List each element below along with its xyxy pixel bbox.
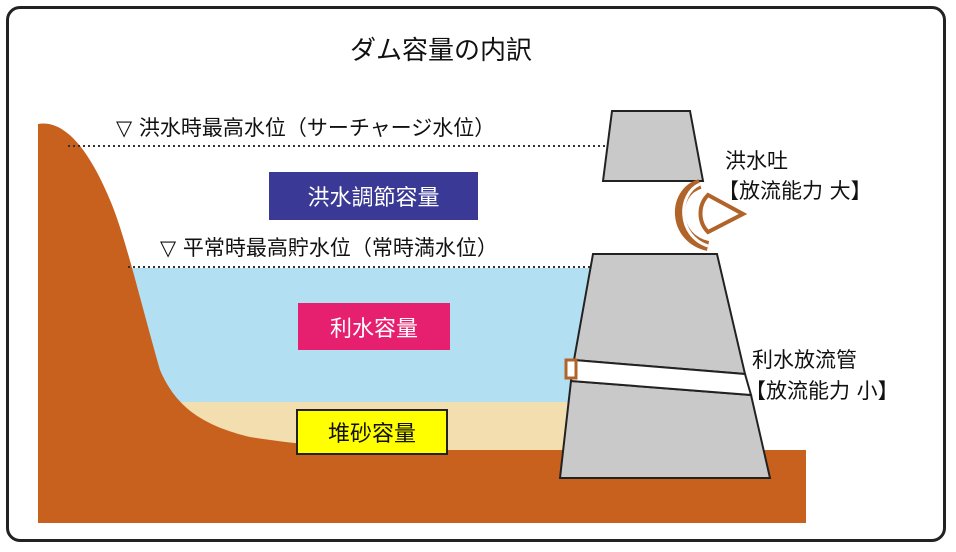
pipe-intake — [564, 358, 578, 380]
spillway-name-label: 洪水吐 — [725, 149, 788, 173]
sediment-capacity-box: 堆砂容量 — [296, 409, 448, 455]
pipe-capacity-label: 【放流能力 小】 — [745, 379, 899, 403]
ground-terrain — [38, 123, 806, 523]
spillway-gate-inner — [682, 182, 709, 248]
dam-body-lower — [558, 379, 772, 479]
flood-max-level-label: ▽ 洪水時最高水位（サーチャージ水位） — [116, 116, 496, 140]
water-use-capacity-box: 利水容量 — [298, 303, 450, 350]
flood-control-capacity-label: 洪水調節容量 — [307, 186, 440, 211]
spillway-radial-gate — [698, 192, 748, 235]
dam-body-upper — [572, 253, 747, 376]
flood-control-capacity-box: 洪水調節容量 — [269, 172, 478, 220]
diagram-title: ダム容量の内訳 — [350, 36, 533, 66]
water-use-capacity-label: 利水容量 — [329, 316, 418, 342]
dam-crest — [601, 110, 705, 182]
spillway-capacity-label: 【放流能力 大】 — [718, 179, 872, 203]
normal-max-level-label: ▽ 平常時最高貯水位（常時満水位） — [160, 236, 498, 260]
pipe-name-label: 利水放流管 — [752, 348, 857, 372]
sediment-capacity-label: 堆砂容量 — [327, 422, 416, 447]
